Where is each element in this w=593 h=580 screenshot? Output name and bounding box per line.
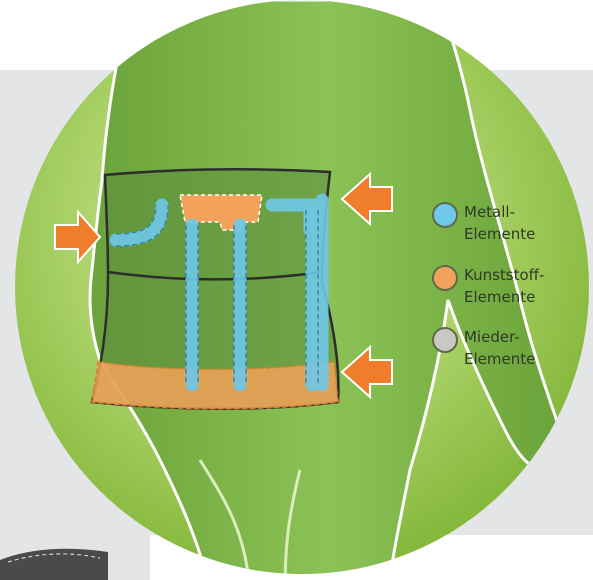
legend-corset: Mieder- Elemente (432, 326, 535, 370)
product-thumbnail (0, 549, 108, 580)
legend-label-corset: Mieder- Elemente (464, 326, 535, 370)
legend-label-plastic: Kunststoff- Elemente (464, 264, 544, 308)
legend-plastic: Kunststoff- Elemente (432, 264, 544, 308)
legend-dot-corset (432, 327, 458, 353)
legend-dot-metal (432, 202, 458, 228)
legend-dot-plastic (432, 265, 458, 291)
legend-label-metal: Metall- Elemente (464, 201, 535, 245)
legend-metal: Metall- Elemente (432, 201, 535, 245)
